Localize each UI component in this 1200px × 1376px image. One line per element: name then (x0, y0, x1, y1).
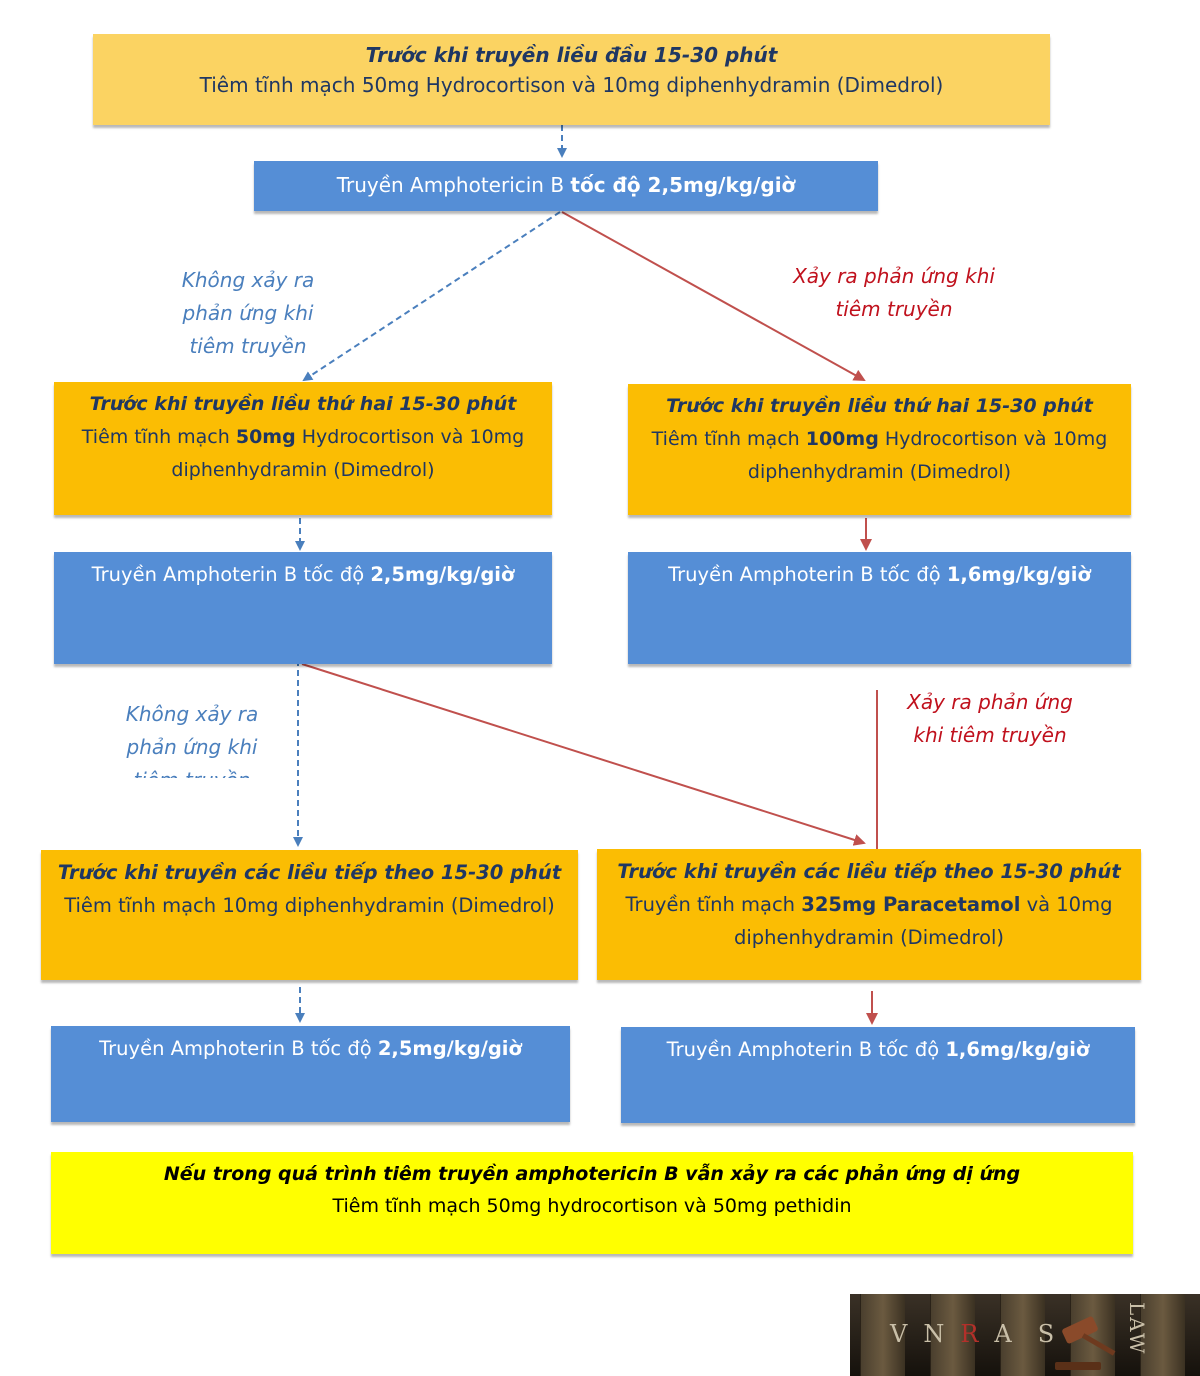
body-bold: 50mg (236, 426, 296, 448)
right-next-dose-title: Trước khi truyền các liều tiếp theo 15-3… (617, 860, 1120, 883)
left-infusion-3-box: Truyền Amphoterin B tốc độ 2,5mg/kg/giờ (51, 1026, 570, 1122)
left-next-dose-title: Trước khi truyền các liều tiếp theo 15-3… (58, 861, 561, 884)
label-line: tiêm truyền (780, 293, 1008, 326)
infusion-prefix: Truyền Amphoterin B tốc độ (668, 563, 947, 586)
body-bold: 100mg (806, 428, 879, 450)
infusion-rate: 1,6mg/kg/giờ (947, 563, 1091, 586)
label-line: Xảy ra phản ứng (890, 686, 1090, 719)
infusion-rate: 2,5mg/kg/giờ (378, 1037, 522, 1060)
logo-law-text: LAW (1125, 1302, 1149, 1355)
arrow-left-to-right-next (302, 664, 864, 843)
body-bold: 325mg Paracetamol (801, 893, 1020, 916)
right-infusion-3-box: Truyền Amphoterin B tốc độ 1,6mg/kg/giờ (621, 1027, 1135, 1123)
body-pre: Tiêm tĩnh mạch (652, 428, 806, 450)
label-line: Xảy ra phản ứng khi (780, 260, 1008, 293)
arrow-no-reaction-1 (304, 212, 560, 380)
label-line: Không xảy ra (160, 264, 336, 297)
pre-first-dose-title: Trước khi truyền liều đầu 15-30 phút (93, 40, 1050, 70)
infusion-prefix: Truyền Amphoterin B tốc độ (99, 1037, 378, 1060)
body-pre: Tiêm tĩnh mạch (82, 426, 236, 448)
first-infusion-rate: tốc độ 2,5mg/kg/giờ (570, 173, 795, 197)
left-second-dose-body: Tiêm tĩnh mạch 50mg Hydrocortison và 10m… (54, 421, 552, 487)
first-infusion-box: Truyền Amphotericin B tốc độ 2,5mg/kg/gi… (254, 161, 878, 211)
left-infusion-2-box: Truyền Amphoterin B tốc độ 2,5mg/kg/giờ (54, 552, 552, 664)
right-second-dose-box: Trước khi truyền liều thứ hai 15-30 phút… (628, 384, 1131, 515)
label-line: tiêm truyền (160, 330, 336, 363)
pre-first-dose-box: Trước khi truyền liều đầu 15-30 phút Tiê… (93, 34, 1050, 125)
label-line: tiêm truyền (104, 764, 280, 778)
allergy-body: Tiêm tĩnh mạch 50mg hydrocortison và 50m… (51, 1190, 1133, 1222)
logo-letter: V (890, 1320, 923, 1348)
allergy-box: Nếu trong quá trình tiêm truyền amphoter… (51, 1152, 1133, 1254)
label-reaction-2: Xảy ra phản ứng khi tiêm truyền (890, 686, 1090, 752)
left-second-dose-box: Trước khi truyền liều thứ hai 15-30 phút… (54, 382, 552, 515)
label-line: phản ứng khi (104, 731, 280, 764)
label-line: khi tiêm truyền (890, 719, 1090, 752)
logo-letter: A (994, 1320, 1027, 1348)
left-next-dose-body: Tiêm tĩnh mạch 10mg diphenhydramin (Dime… (64, 894, 555, 917)
left-second-dose-title: Trước khi truyền liều thứ hai 15-30 phút (54, 388, 552, 421)
infusion-prefix: Truyền Amphoterin B tốc độ (92, 563, 371, 586)
label-line: Không xảy ra (104, 698, 280, 731)
label-line: phản ứng khi (160, 297, 336, 330)
first-infusion-prefix: Truyền Amphotericin B (337, 173, 571, 197)
right-infusion-2-box: Truyền Amphoterin B tốc độ 1,6mg/kg/giờ (628, 552, 1131, 664)
infusion-prefix: Truyền Amphoterin B tốc độ (667, 1038, 946, 1061)
allergy-title: Nếu trong quá trình tiêm truyền amphoter… (51, 1158, 1133, 1190)
right-next-dose-box: Trước khi truyền các liều tiếp theo 15-3… (597, 849, 1141, 980)
right-second-dose-title: Trước khi truyền liều thứ hai 15-30 phút (628, 390, 1131, 423)
gavel-icon (1055, 1316, 1125, 1374)
body-pre: Truyền tĩnh mạch (626, 893, 802, 916)
label-reaction-1: Xảy ra phản ứng khi tiêm truyền (780, 260, 1008, 326)
label-no-reaction-1: Không xảy ra phản ứng khi tiêm truyền (160, 264, 336, 363)
left-next-dose-box: Trước khi truyền các liều tiếp theo 15-3… (41, 850, 578, 980)
infusion-rate: 1,6mg/kg/giờ (945, 1038, 1089, 1061)
logo-letter: R (960, 1320, 994, 1348)
pre-first-dose-body: Tiêm tĩnh mạch 50mg Hydrocortison và 10m… (93, 70, 1050, 100)
logo-letter: N (923, 1320, 960, 1348)
infusion-rate: 2,5mg/kg/giờ (370, 563, 514, 586)
right-second-dose-body: Tiêm tĩnh mạch 100mg Hydrocortison và 10… (628, 423, 1131, 489)
label-no-reaction-2: Không xảy ra phản ứng khi tiêm truyền (104, 698, 280, 778)
